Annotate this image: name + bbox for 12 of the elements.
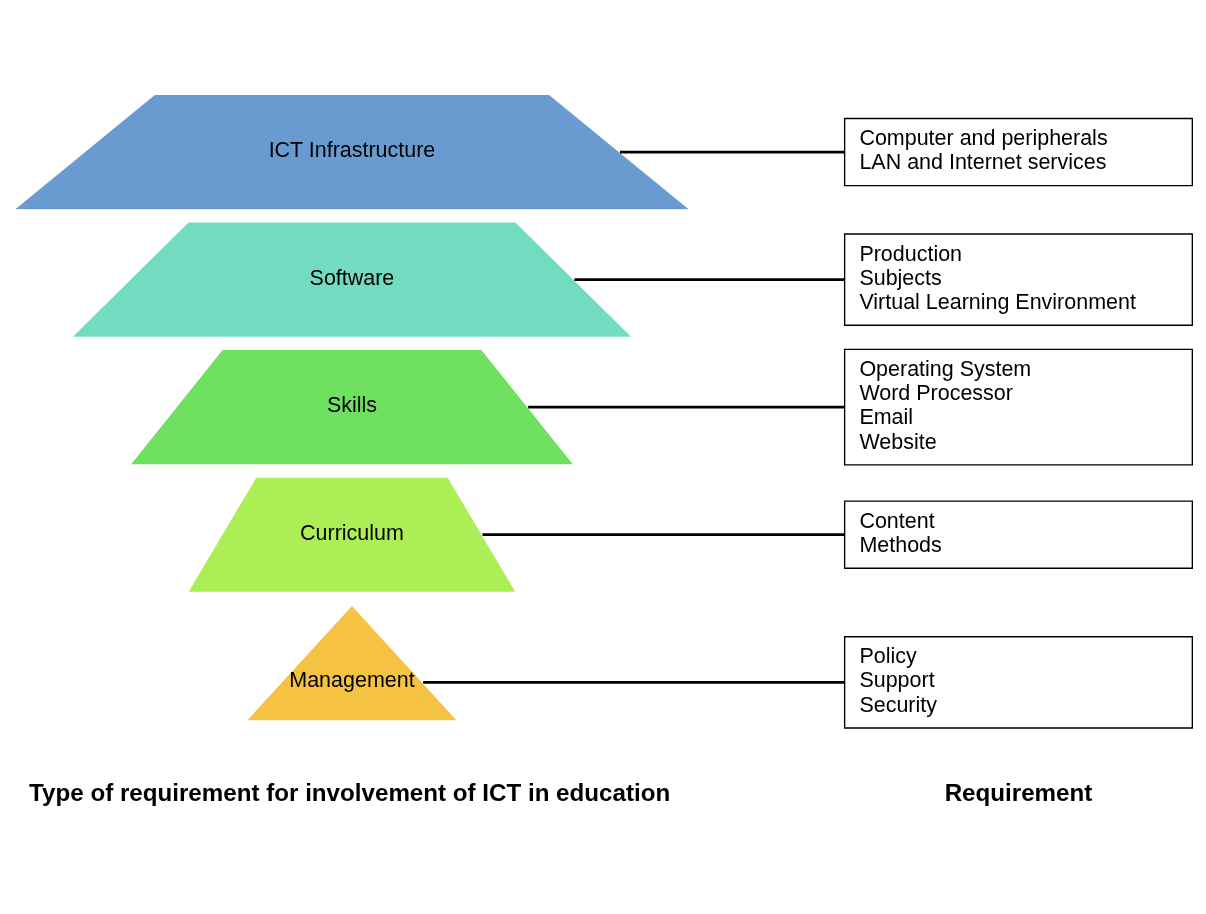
connector xyxy=(482,532,845,536)
connector xyxy=(423,680,845,684)
label: Type of requirement for involvement of ICT in education xyxy=(29,778,671,806)
node-box: Production Subjects Virtual Learning Environment xyxy=(843,232,1193,326)
label: Requirement xyxy=(944,778,1093,806)
node-box: Computer and peripherals LAN and Internet services xyxy=(843,117,1193,186)
node-box: Policy Support Security xyxy=(843,635,1193,729)
connector xyxy=(619,150,845,153)
connector xyxy=(574,277,845,281)
node-box: Operating System Word Processor Email Website xyxy=(843,348,1193,466)
connector xyxy=(528,405,845,408)
node-box: Content Methods xyxy=(843,499,1193,569)
